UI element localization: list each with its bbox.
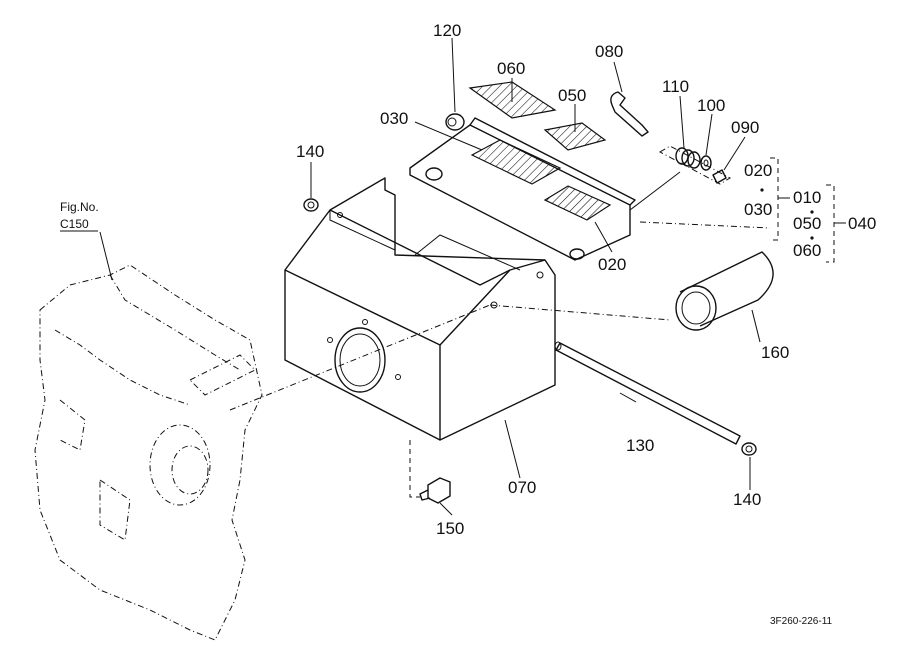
label-070: 070 xyxy=(508,478,536,497)
plug-150 xyxy=(409,440,451,504)
leader-lines xyxy=(310,37,761,516)
label-090: 090 xyxy=(731,118,759,137)
center-line-2 xyxy=(639,221,771,229)
sleeve-160 xyxy=(675,251,774,331)
label-030: 030 xyxy=(380,109,408,128)
subassembly-outline xyxy=(658,145,732,185)
reference-fig-number: C150 xyxy=(60,217,89,231)
rod-080 xyxy=(610,91,649,137)
group-dot xyxy=(760,188,764,192)
bushing-120 xyxy=(445,113,465,131)
group-label-050: 050 xyxy=(793,214,821,233)
figure-code: 3F260-226-11 xyxy=(770,616,833,627)
label-080: 080 xyxy=(595,42,623,61)
center-line xyxy=(229,304,491,411)
cover-box xyxy=(284,177,556,441)
group-dot xyxy=(810,210,814,214)
group-label-020: 020 xyxy=(744,161,772,180)
label-050: 050 xyxy=(558,86,586,105)
group-dot xyxy=(810,236,814,240)
group-label-040: 040 xyxy=(848,214,876,233)
label-120: 120 xyxy=(433,21,461,40)
assembly-bracket xyxy=(770,157,846,263)
label-140-bottom: 140 xyxy=(733,490,761,509)
washer-140-bottom xyxy=(741,442,757,456)
label-130: 130 xyxy=(626,436,654,455)
label-100: 100 xyxy=(697,96,725,115)
pad-050 xyxy=(543,122,607,151)
group-label-010: 010 xyxy=(793,188,821,207)
label-150: 150 xyxy=(436,519,464,538)
group-label-060: 060 xyxy=(793,241,821,260)
washer-140-top xyxy=(303,198,319,212)
label-020: 020 xyxy=(598,255,626,274)
reference-housing xyxy=(34,231,263,641)
group-label-030: 030 xyxy=(744,200,772,219)
washer-100 xyxy=(700,155,712,171)
reference-fig-label: Fig.No. xyxy=(60,200,99,214)
shaft-130 xyxy=(554,341,741,445)
lever-plate xyxy=(409,117,636,261)
label-110: 110 xyxy=(662,77,689,96)
label-140-top: 140 xyxy=(296,142,324,161)
label-160: 160 xyxy=(761,343,789,362)
label-060: 060 xyxy=(497,59,525,78)
